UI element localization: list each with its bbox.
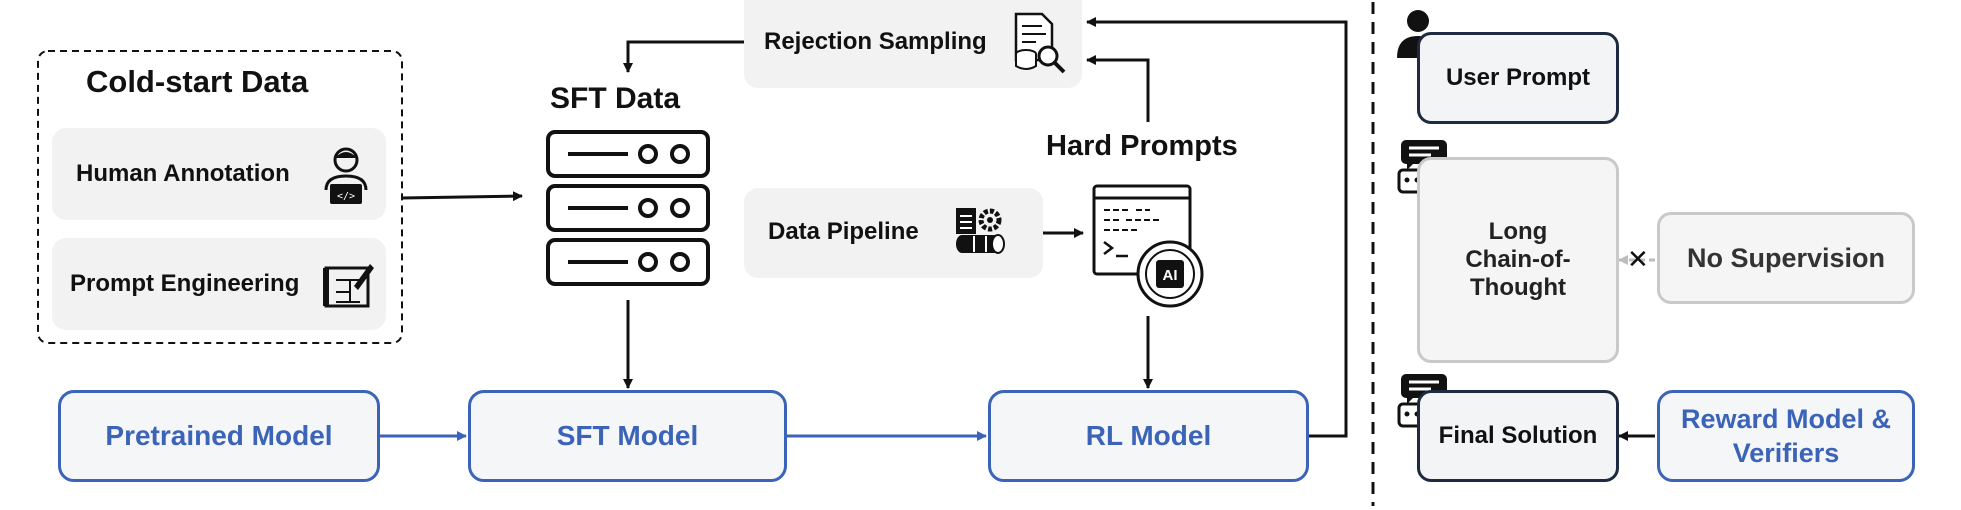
sft-model-label: SFT Model [556,420,699,451]
arrow-coldstart-to-sftdata [401,191,523,202]
chip-text: AI [1163,267,1178,284]
cross-mark-icon: ✕ [1627,244,1649,274]
user-prompt-box: User Prompt [1417,32,1619,124]
hard-prompts-title: Hard Prompts [1046,130,1238,162]
rl-model-label: RL Model [1085,420,1212,451]
no-supervision-label: No Supervision [1686,242,1886,273]
final-solution-label: Final Solution [1438,422,1598,449]
cold-start-title: Cold-start Data [86,64,309,99]
blueprint-pencil-icon [323,264,374,308]
pretrained-model-label: Pretrained Model [105,420,333,451]
document-search-icon [1014,12,1066,74]
database-server-icon [546,130,710,286]
rejection-sampling-box: Rejection Sampling [744,0,1082,88]
long-cot-label: Long Chain-of- Thought [1465,218,1571,301]
arrow-rlmodel-to-rejection [1086,17,1348,438]
data-pipeline-box: Data Pipeline [744,188,1043,278]
reward-model-box: Reward Model & Verifiers [1657,390,1915,482]
rejection-sampling-label: Rejection Sampling [764,28,987,55]
human-annotation-label: Human Annotation [76,160,290,187]
pretrained-model-box: Pretrained Model [58,390,380,482]
arrow-rejection-to-sftdata [623,40,744,73]
data-pipeline-label: Data Pipeline [768,218,919,245]
user-prompt-label: User Prompt [1445,64,1591,91]
human-annotation-box: Human Annotation </> [52,128,386,220]
svg-text:</>: </> [337,191,355,202]
terminal-ai-chip-icon: AI [1092,184,1204,308]
reward-model-label: Reward Model & Verifiers [1680,404,1892,468]
prompt-engineering-label: Prompt Engineering [70,270,300,297]
pipeline-gear-icon [956,208,1005,254]
final-solution-box: Final Solution [1417,390,1619,482]
no-supervision-box: No Supervision [1657,212,1915,304]
sft-data-title: SFT Data [550,82,681,115]
prompt-engineering-box: Prompt Engineering [52,238,386,330]
rl-model-box: RL Model [988,390,1309,482]
arrow-hardprompts-to-rejection [1086,55,1150,122]
annotator-icon: </> [324,147,368,204]
long-cot-box: Long Chain-of- Thought [1417,157,1619,363]
sft-model-box: SFT Model [468,390,787,482]
